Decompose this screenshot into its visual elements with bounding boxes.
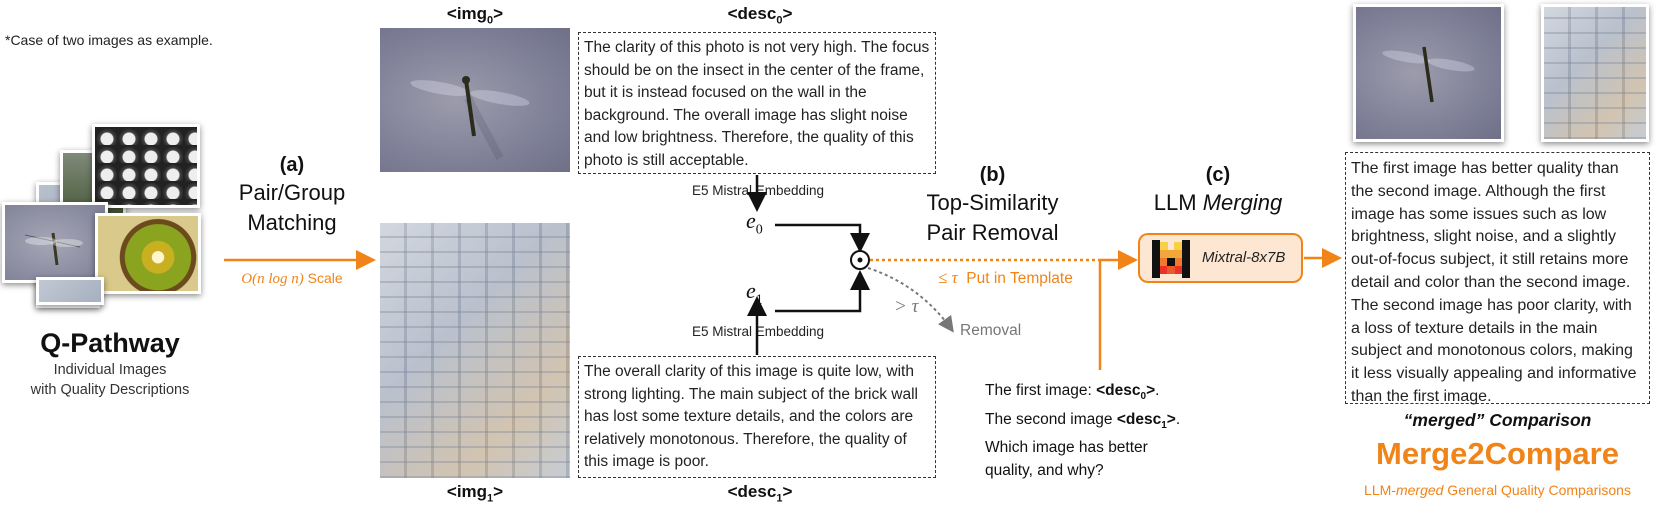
stack-image-kiwi [95,213,201,294]
img0-label: <img0> [380,4,570,26]
mixtral-model-name: Mixtral-8x7B [1202,249,1286,266]
step-c-merging: Merging [1202,190,1283,215]
template-l2-end: . [1175,410,1181,428]
e0-symbol: e0 [746,208,763,238]
e0-to-dot [775,223,870,253]
dragonfly-icon [410,76,530,160]
pathway-subtitle-1: Individual Images [53,362,167,378]
desc0-label-pre: <desc [727,4,777,23]
dragonfly-icon [24,232,83,266]
e0-sub: 0 [755,222,763,238]
img1-brick-photo [380,223,570,478]
template-l2-close: > [1166,410,1176,428]
mixtral-model-box: Mixtral-8x7B [1138,233,1303,283]
odot-symbol: ⊙ [0,0,1,1]
m2c-sub-em: merged [1395,482,1444,498]
step-c-label: (c) LLM Merging [1128,162,1308,218]
output-dragonfly-photo [1353,4,1504,142]
pathway-caption: Q-Pathway Individual Images with Quality… [5,326,215,400]
put-in-template: Put in Template [966,270,1073,287]
scale-text: Scale [307,270,343,286]
template-line-2: The second image <desc1>. [985,409,1180,438]
img1-label-pre: <img [446,482,488,501]
m2c-sub-pre: LLM- [1364,482,1396,498]
img0-label-sub: 0 [487,14,494,27]
stack-image-keys [92,124,200,208]
step-b-tag: (b) [979,164,1006,186]
img0-dragonfly-photo [380,28,570,172]
step-a-tag: (a) [279,154,305,176]
dot-product-center [857,257,863,263]
step-b-line2: Pair Removal [926,220,1059,245]
step-a-line1: Pair/Group [238,180,346,205]
m2c-sub-post: General Quality Comparisons [1443,482,1631,498]
prompt-template: The first image: <desc0>. The second ima… [985,380,1180,482]
template-l1-close: > [1146,382,1156,399]
removal-path [867,267,954,333]
desc1-label: <desc1> [680,482,840,504]
merged-comparison-box: The first image has better quality than … [1345,152,1650,405]
m2c-title: Merge2Compare [1376,436,1619,471]
template-line-4: quality, and why? [985,461,1104,479]
template-l1-pre: The first image: [985,382,1097,399]
example-note: *Case of two images as example. [5,32,213,48]
desc0-label: <desc0> [680,4,840,26]
img1-label: <img1> [380,482,570,504]
step-c-tag: (c) [1205,164,1231,186]
desc1-box: The overall clarity of this image is qui… [578,356,936,478]
merged-caption: “merged” Comparison [1403,410,1592,430]
step-a-line2: Matching [247,210,337,235]
template-line-3: Which image has better [985,439,1148,457]
e0-base: e [746,208,756,233]
img0-label-post: > [493,4,504,23]
e1-to-dot [775,270,870,313]
le-tau: ≤ τ [938,268,958,287]
template-l1-desc: <desc [1096,382,1141,399]
desc0-box: The clarity of this photo is not very hi… [578,32,936,174]
desc0-label-post: > [782,4,793,23]
template-l1-end: . [1155,382,1160,399]
output-brick-photo [1541,4,1649,142]
pathway-subtitle-2: with Quality Descriptions [30,382,190,398]
dragonfly-icon [1382,46,1475,103]
desc1-label-post: > [782,482,793,501]
template-l2-sub: 1 [1161,419,1167,431]
mistral-logo-icon [1152,240,1190,278]
step-c-title: LLM Merging [1128,188,1308,218]
desc1-label-sub: 1 [776,492,783,505]
step-b-line1: Top-Similarity [926,190,1059,215]
template-l1-sub: 0 [1140,391,1147,403]
pathway-title: Q-Pathway [40,328,180,358]
template-l2-desc: <desc [1116,410,1162,428]
step-b-label: (b) Top-Similarity Pair Removal [905,162,1080,248]
stack-image-brick-front [36,277,104,305]
template-line-1: The first image: <desc0>. [985,380,1180,409]
e1-base: e [746,278,756,303]
template-l2-pre: The second image [985,410,1117,428]
m2c-subtitle: LLM-merged General Quality Comparisons [1340,482,1655,498]
scale-label: O(n log n) Scale [222,270,362,288]
desc1-label-pre: <desc [727,482,777,501]
le-tau-label: ≤ τ Put in Template [938,268,1073,288]
removal-label: Removal [960,322,1022,339]
img1-label-post: > [493,482,504,501]
img1-label-sub: 1 [487,492,494,505]
step-c-llm: LLM [1153,190,1197,215]
gt-tau: > τ [894,296,919,317]
image-stack [0,120,215,320]
desc0-label-sub: 0 [776,14,783,27]
scale-math: O(n log n) [241,271,304,287]
step-a-label: (a) Pair/Group Matching [222,152,362,238]
img0-label-pre: <img [446,4,488,23]
